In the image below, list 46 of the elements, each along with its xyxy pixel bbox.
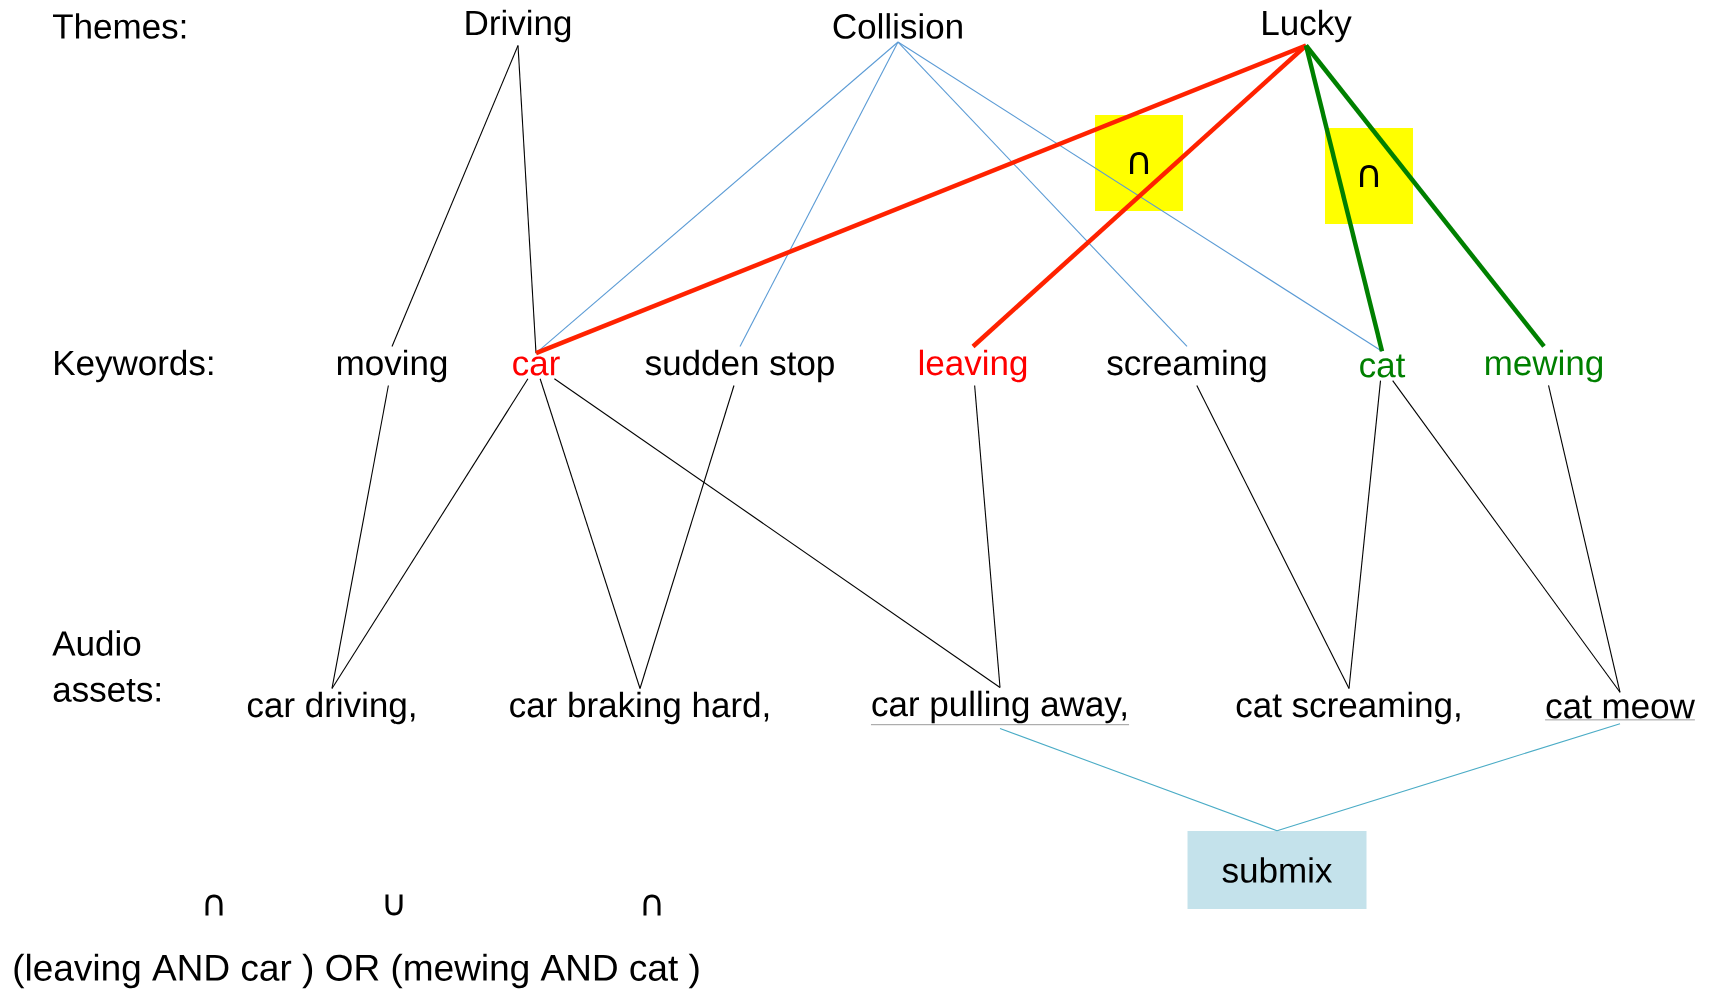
audio-asset: car braking hard,: [510, 691, 769, 725]
boolean-expression: (leaving AND car ) OR (mewing AND cat ): [14, 953, 699, 989]
keyword: car: [513, 356, 560, 376]
connector-line: [897, 41, 1188, 348]
intersection-box: ∩: [1095, 115, 1183, 211]
submix-box: submix: [1187, 831, 1367, 909]
row-label: Keywords:: [55, 349, 213, 383]
keyword: screaming: [1107, 349, 1266, 383]
keyword: sudden stop: [645, 349, 834, 383]
connector-line: [1196, 384, 1350, 689]
connector-line: [553, 378, 1001, 688]
connector-line: [331, 378, 529, 689]
intersection-box: ∩: [1325, 128, 1413, 224]
audio-asset: car driving,: [247, 691, 415, 725]
connector-line: [331, 384, 389, 689]
connector-line: [1304, 44, 1546, 348]
row-label: Audio assets:: [52, 630, 160, 702]
connector-line: [971, 43, 1308, 349]
connector-line: [1392, 380, 1621, 693]
connector-line: [1303, 44, 1385, 352]
connector-line: [391, 44, 519, 348]
connector-line: [897, 41, 1383, 352]
set-symbol: ∩: [643, 894, 661, 916]
audio-asset: car pulling away,: [870, 690, 1130, 725]
connector-line: [535, 43, 1307, 356]
audio-asset: cat screaming,: [1236, 691, 1460, 725]
keyword: mewing: [1486, 349, 1603, 383]
connector-line: [999, 727, 1278, 832]
connector-line: [739, 41, 899, 348]
connector-line: [639, 384, 735, 689]
theme-word: Driving: [466, 9, 571, 43]
keyword: cat: [1360, 354, 1406, 378]
connector-line: [1348, 380, 1382, 689]
keyword: leaving: [919, 349, 1027, 383]
connector-line: [974, 384, 1001, 688]
keyword: moving: [337, 349, 447, 383]
theme-word: Lucky: [1263, 9, 1352, 43]
audio-asset: cat meow: [1544, 695, 1696, 721]
connector-line: [1548, 384, 1621, 693]
connector-line: [1276, 723, 1621, 832]
connector-line: [517, 44, 537, 354]
connector-line: [539, 378, 641, 689]
set-symbol: ∩: [205, 894, 223, 916]
theme-word: Collision: [833, 13, 962, 39]
set-symbol: ∪: [385, 894, 403, 916]
row-label: Themes:: [53, 13, 186, 39]
